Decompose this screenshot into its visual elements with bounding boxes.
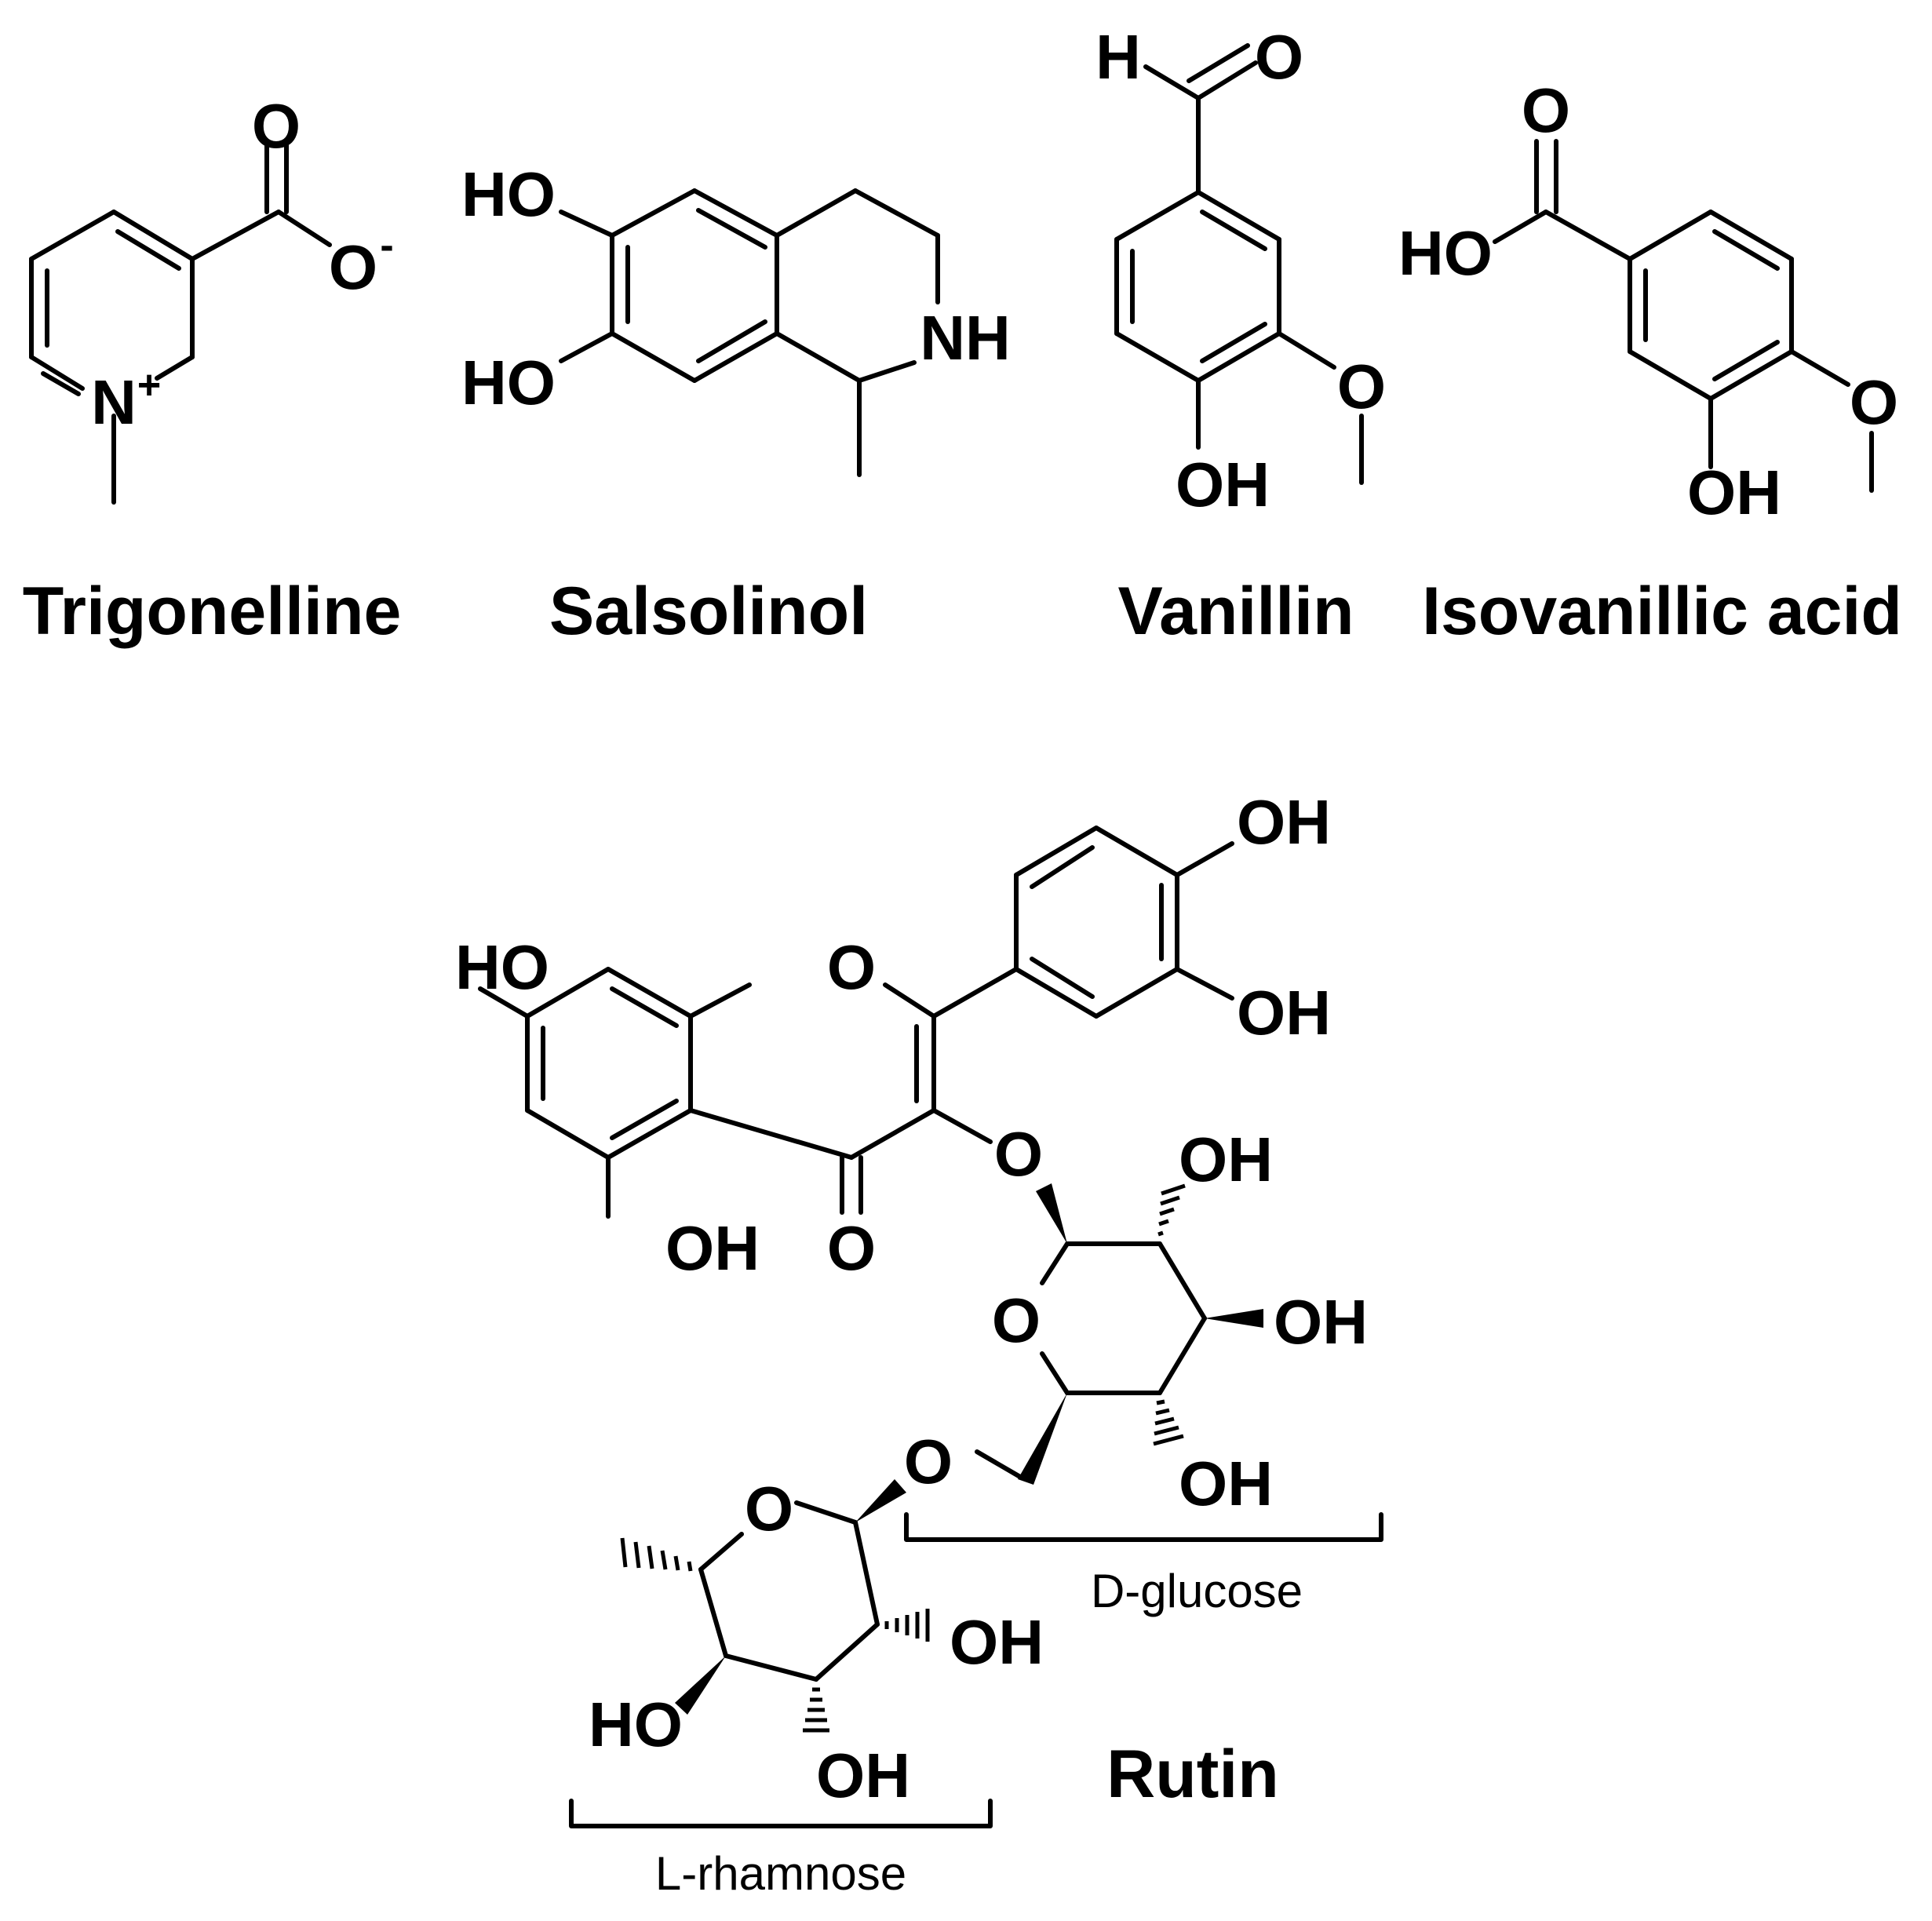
rhamnose-bracket xyxy=(569,1799,993,1828)
glucose-wedge-c5 xyxy=(1018,1393,1067,1485)
isovanillic-ho: HO xyxy=(1398,218,1493,288)
glucose-o-ring: O xyxy=(992,1285,1041,1355)
rhamnose-o-ring: O xyxy=(745,1474,793,1544)
glucose-wedge-c3 xyxy=(1205,1309,1263,1328)
isovanillic-o-carbonyl: O xyxy=(1522,75,1570,145)
trigonelline-o-anion: O xyxy=(329,232,377,302)
salsolinol-bonds xyxy=(559,188,940,477)
isovanillic-acid-bonds xyxy=(1493,139,1874,493)
rhamnose-hash-c3 xyxy=(803,1687,829,1733)
rutin-oh-3prime: OH xyxy=(1237,978,1331,1048)
trigonelline-plus-charge: + xyxy=(137,363,161,408)
rhamnose-oh-3: OH xyxy=(816,1741,910,1810)
rutin-oh-4prime: OH xyxy=(1237,787,1331,857)
salsolinol-structure: HO HO NH xyxy=(461,159,1011,477)
name-vanillin: Vanillin xyxy=(1117,574,1354,649)
rutin-o-ring: O xyxy=(827,932,876,1002)
glucose-oh-2: OH xyxy=(1179,1125,1273,1194)
trigonelline-structure: O O - N + xyxy=(29,91,394,505)
name-trigonelline: Trigonelline xyxy=(23,574,402,649)
rhamnose-hash-c2 xyxy=(884,1609,930,1642)
rhamnose-wedge-anomeric xyxy=(855,1479,906,1522)
glucose-hash-c2 xyxy=(1157,1183,1186,1237)
glucose-o-6: O xyxy=(904,1427,953,1496)
rutin-flavonoid-bonds xyxy=(478,826,1234,1219)
rhamnose-hash-c5 xyxy=(620,1537,693,1572)
isovanillic-o-methoxy: O xyxy=(1850,367,1898,437)
rutin-ho-7: HO xyxy=(455,932,549,1002)
isovanillic-acid-structure: O HO O OH xyxy=(1398,75,1898,527)
rutin-structure: HO O OH OH OH O O OH O OH O OH O OH HO O… xyxy=(455,787,1383,1900)
vanillin-o-methoxy: O xyxy=(1337,352,1386,421)
salsolinol-ho-upper: HO xyxy=(461,159,556,229)
name-salsolinol: Salsolinol xyxy=(549,574,868,649)
trigonelline-o-top: O xyxy=(252,91,301,161)
name-isovanillic-acid: Isovanillic acid xyxy=(1422,574,1902,649)
rutin-rhamnose-bonds xyxy=(620,1479,930,1733)
rhamnose-wedge-c4 xyxy=(675,1656,726,1715)
glucose-wedge-anomeric xyxy=(1036,1183,1067,1244)
vanillin-o-aldehyde: O xyxy=(1255,22,1303,92)
rutin-o-carbonyl: O xyxy=(827,1213,876,1283)
vanillin-bonds xyxy=(1114,43,1364,485)
vanillin-structure: H O O OH xyxy=(1095,22,1386,519)
vanillin-h: H xyxy=(1095,22,1141,92)
rhamnose-ho-4: HO xyxy=(589,1690,683,1759)
isovanillic-oh: OH xyxy=(1687,457,1781,527)
glucose-oh-4: OH xyxy=(1179,1449,1273,1518)
glucose-hash-c4 xyxy=(1153,1399,1184,1446)
rhamnose-oh-2: OH xyxy=(950,1607,1044,1677)
trigonelline-minus-charge: - xyxy=(380,223,393,268)
name-rutin: Rutin xyxy=(1106,1737,1279,1812)
rutin-oh-5: OH xyxy=(665,1213,760,1283)
trigonelline-bonds xyxy=(29,143,332,505)
salsolinol-ho-lower: HO xyxy=(461,348,556,417)
rutin-glucose-bonds xyxy=(975,1183,1263,1485)
rutin-o-glycosidic: O xyxy=(994,1119,1043,1189)
trigonelline-n: N xyxy=(91,367,137,437)
glucose-label: D-glucose xyxy=(1091,1565,1303,1617)
rhamnose-label: L-rhamnose xyxy=(655,1847,906,1900)
vanillin-oh: OH xyxy=(1176,450,1270,519)
salsolinol-nh: NH xyxy=(920,303,1011,373)
glucose-oh-3: OH xyxy=(1274,1287,1368,1357)
glucose-bracket xyxy=(904,1512,1383,1542)
